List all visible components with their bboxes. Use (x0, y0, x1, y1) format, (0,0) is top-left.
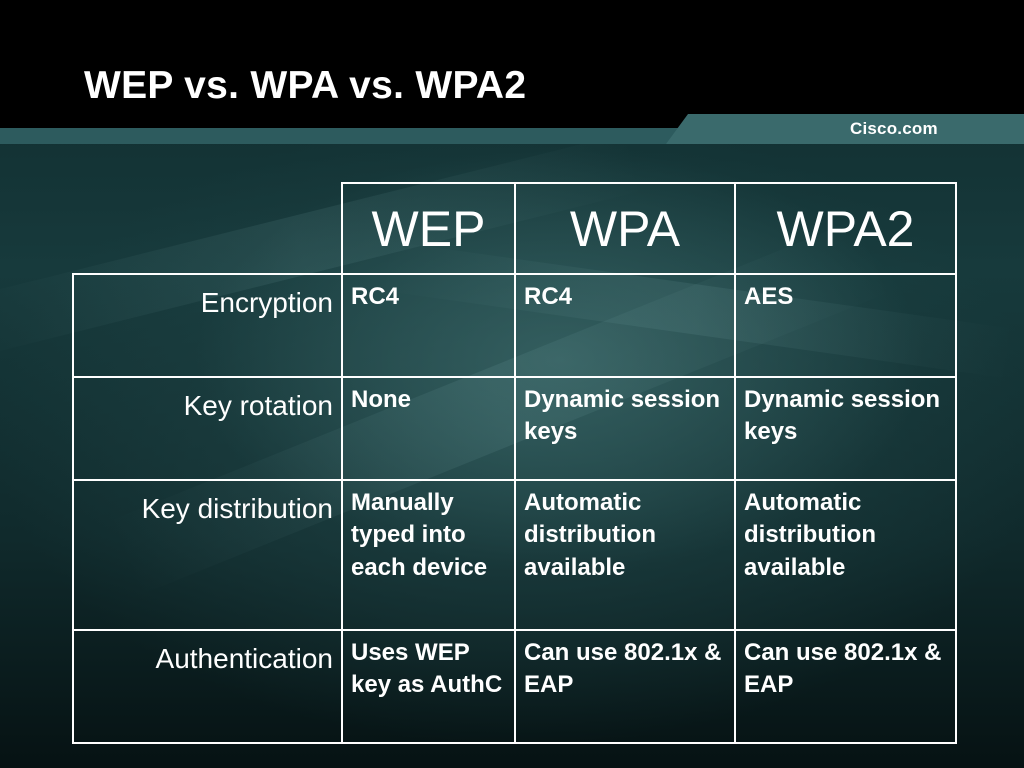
table-header-row: WEP WPA WPA2 (73, 182, 957, 275)
table-cell: Can use 802.1x & EAP (514, 629, 736, 744)
table-cell: RC4 (514, 273, 736, 378)
table-cell: Automatic distribution available (734, 479, 957, 631)
row-header-key-distribution: Key distribution (72, 479, 343, 631)
brand-tab (666, 114, 1024, 144)
column-header-wep: WEP (341, 182, 516, 275)
table-cell: Dynamic session keys (734, 376, 957, 481)
table-cell: RC4 (341, 273, 516, 378)
table-cell: Manually typed into each device (341, 479, 516, 631)
brand-label: Cisco.com (850, 119, 938, 138)
table-cell: Uses WEP key as AuthC (341, 629, 516, 744)
table-cell: AES (734, 273, 957, 378)
table-row: Key rotation None Dynamic session keys D… (72, 376, 957, 481)
row-header-authentication: Authentication (72, 629, 343, 744)
table-row: Key distribution Manually typed into eac… (72, 479, 957, 631)
row-header-key-rotation: Key rotation (72, 376, 343, 481)
row-header-encryption: Encryption (72, 273, 343, 378)
slide-title: WEP vs. WPA vs. WPA2 (84, 64, 527, 107)
header-band (0, 0, 1024, 128)
table-cell: Automatic distribution available (514, 479, 736, 631)
table-row: Encryption RC4 RC4 AES (72, 273, 957, 378)
column-header-wpa2: WPA2 (734, 182, 957, 275)
table-corner (73, 183, 342, 274)
column-header-wpa: WPA (514, 182, 736, 275)
table-cell: Dynamic session keys (514, 376, 736, 481)
table-cell: None (341, 376, 516, 481)
table-row: Authentication Uses WEP key as AuthC Can… (72, 629, 957, 744)
comparison-table: WEP WPA WPA2 Encryption RC4 RC4 AES Key … (72, 182, 957, 744)
table-cell: Can use 802.1x & EAP (734, 629, 957, 744)
